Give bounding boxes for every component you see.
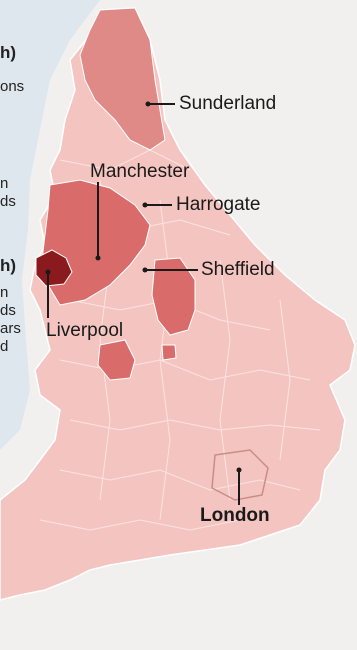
label-harrogate: Harrogate [176, 194, 261, 215]
high-region-merseyside [35, 249, 73, 287]
label-london: London [200, 505, 270, 526]
medium-region-north-east [79, 7, 166, 151]
medium-region-south-yorkshire [151, 257, 196, 336]
sea-area [0, 0, 100, 450]
medium-patch-1 [97, 339, 136, 381]
legend-head-1: h) [0, 43, 17, 62]
legend-head-2: h) [0, 256, 17, 275]
london-outline [211, 449, 269, 501]
medium-patch-2 [161, 344, 177, 361]
legend-line-2: n [0, 175, 9, 192]
leader-lines [47, 103, 240, 505]
legend-line-7: d [0, 338, 9, 355]
legend-line-3: ds [0, 193, 16, 210]
city-dots [45, 101, 242, 473]
legend-line-4: n [0, 284, 9, 301]
label-sunderland: Sunderland [179, 93, 277, 114]
label-liverpool: Liverpool [46, 320, 124, 341]
legend-line-1: ons [0, 78, 25, 95]
label-manchester: Manchester [90, 161, 190, 182]
label-sheffield: Sheffield [201, 259, 275, 280]
legend-line-5: ds [0, 302, 16, 319]
legend-line-6: ars [0, 320, 21, 337]
